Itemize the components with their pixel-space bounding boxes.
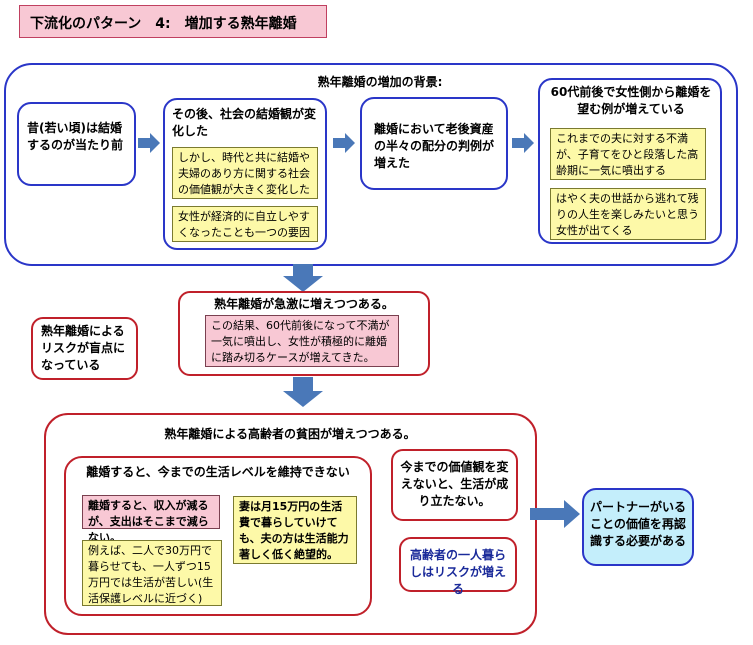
note-economic-independence: 女性が経済的に自立しやすくなったことも一つの要因 [172, 206, 318, 242]
note-social-values: しかし、時代と共に結婚や夫婦のあり方に関する社会の価値観が大きく変化した [172, 147, 318, 199]
note-result: この結果、60代前後になって不満が一気に噴出し、女性が積極的に離婚に踏み切るケー… [205, 315, 399, 367]
note-enjoy-life: はやく夫の世話から逃れて残りの人生を楽しみたいと思う女性が出てくる [550, 188, 706, 240]
box-values-changed-heading: その後、社会の結婚観が変化した [172, 107, 317, 138]
note-husband-outlook: 妻は月15万円の生活費で暮らしていけても、夫の方は生活能力著しく低く絶望的。 [233, 496, 357, 564]
page-title: 下流化のパターン 4: 増加する熟年離婚 [19, 5, 327, 38]
arrow-right-icon [138, 133, 160, 153]
box-blind-spot: 熟年離婚によるリスクが盲点になっている [31, 317, 138, 380]
note-income-drop: 離婚すると、収入が減るが、支出はそこまで減らない。 [82, 495, 220, 544]
box-conclusion: パートナーがいることの価値を再認識する必要がある [582, 488, 694, 566]
box-living-alone: 高齢者の一人暮らしはリスクが増える [399, 537, 517, 596]
box-women-divorce-heading: 60代前後で女性側から離婚を望む例が増えている [550, 85, 712, 116]
arrow-right-icon [333, 133, 355, 153]
poverty-heading: 熟年離婚による高齢者の貧困が増えつつある。 [164, 427, 416, 441]
background-heading: 熟年離婚の増加の背景: [317, 75, 443, 89]
box-change-values: 今までの価値観を変えないと、生活が成り立たない。 [391, 449, 518, 521]
poverty-section [44, 413, 537, 635]
living-standard-heading: 離婚すると、今までの生活レベルを維持できない [86, 465, 350, 479]
arrow-down-icon [283, 377, 323, 407]
arrow-right-icon [530, 500, 580, 528]
rapid-increase-heading: 熟年離婚が急激に増えつつある。 [214, 297, 394, 311]
arrow-down-icon [283, 264, 323, 292]
note-dissatisfaction: これまでの夫に対する不満が、子育てをひと段落した高齢期に一気に噴出する [550, 128, 706, 180]
note-example-cost: 例えば、二人で30万円で暮らせても、一人ずつ15万円では生活が苦しい(生活保護レ… [82, 540, 222, 606]
arrow-right-icon [512, 133, 534, 153]
background-section [4, 63, 738, 266]
box-asset-division: 離婚において老後資産の半々の配分の判例が増えた [360, 97, 508, 190]
box-past-marriage: 昔(若い頃)は結婚するのが当たり前 [17, 102, 136, 186]
